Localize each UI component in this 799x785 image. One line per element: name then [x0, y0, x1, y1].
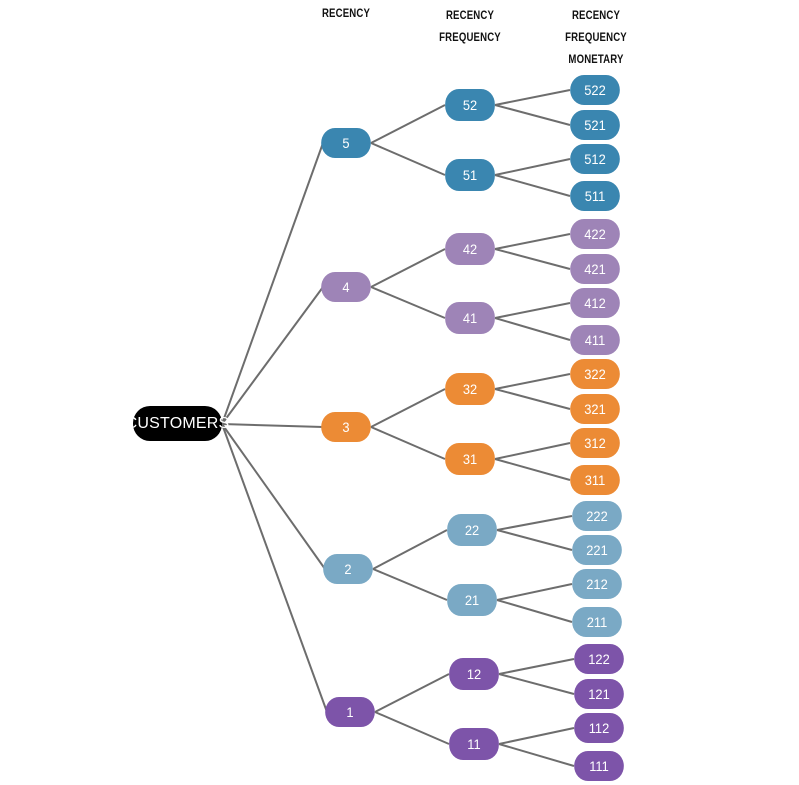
node-rf-11: 11	[449, 728, 499, 760]
node-r-5: 5	[321, 128, 371, 158]
root-node-customers: CUSTOMERS	[126, 406, 229, 441]
tree-edge	[494, 174, 571, 197]
node-rfm-421: 421	[570, 254, 620, 284]
node-rfm-411: 411	[570, 325, 620, 355]
node-rf-52: 52	[445, 89, 495, 121]
node-rfm-321: 321	[570, 394, 620, 424]
node-rfm-312: 312	[570, 428, 620, 458]
node-rfm-111: 111	[574, 751, 624, 781]
tree-edge	[494, 388, 571, 410]
tree-edge	[372, 568, 448, 601]
tree-edge	[221, 286, 324, 425]
node-rfm-511: 511	[570, 181, 620, 211]
tree-edge	[370, 104, 446, 144]
node-rf-41: 41	[445, 302, 495, 334]
node-rfm-121: 121	[574, 679, 624, 709]
tree-edge	[496, 529, 573, 551]
node-r-1: 1	[325, 697, 375, 727]
node-rfm-322: 322	[570, 359, 620, 389]
tree-edge	[494, 373, 571, 390]
tree-edge	[374, 673, 450, 713]
node-rf-31: 31	[445, 443, 495, 475]
header-recency: RECENCY	[321, 6, 371, 20]
tree-edge	[370, 142, 446, 176]
tree-edge	[494, 458, 571, 481]
node-rfm-412: 412	[570, 288, 620, 318]
tree-edge	[498, 658, 575, 675]
tree-edge	[221, 423, 328, 713]
node-rfm-521: 521	[570, 110, 620, 140]
tree-edge	[494, 158, 571, 176]
tree-edge	[494, 233, 571, 250]
node-r-2: 2	[323, 554, 373, 584]
node-rfm-211: 211	[572, 607, 622, 637]
tree-edge	[374, 711, 450, 745]
tree-edge	[370, 286, 446, 319]
node-rf-42: 42	[445, 233, 495, 265]
tree-edge	[370, 248, 446, 288]
tree-edge	[221, 423, 324, 428]
tree-edge	[494, 104, 571, 126]
header-recency-frequency: RECENCY FREQUENCY	[439, 8, 501, 44]
node-rfm-221: 221	[572, 535, 622, 565]
tree-edge	[494, 442, 571, 460]
node-rfm-222: 222	[572, 501, 622, 531]
node-r-4: 4	[321, 272, 371, 302]
node-rf-32: 32	[445, 373, 495, 405]
node-rfm-122: 122	[574, 644, 624, 674]
tree-edge	[498, 727, 575, 745]
node-rfm-522: 522	[570, 75, 620, 105]
tree-edge	[494, 317, 571, 341]
tree-edge	[370, 426, 446, 460]
tree-edge	[221, 142, 324, 425]
node-rf-22: 22	[447, 514, 497, 546]
tree-edge	[494, 302, 571, 319]
tree-edge	[498, 743, 575, 767]
node-rfm-512: 512	[570, 144, 620, 174]
node-rf-12: 12	[449, 658, 499, 690]
node-r-3: 3	[321, 412, 371, 442]
node-rf-51: 51	[445, 159, 495, 191]
tree-edge	[370, 388, 446, 428]
node-rfm-112: 112	[574, 713, 624, 743]
tree-edge	[498, 673, 575, 695]
header-recency-frequency-monetary: RECENCY FREQUENCY MONETARY	[565, 8, 627, 66]
tree-edge	[494, 89, 571, 106]
node-rfm-311: 311	[570, 465, 620, 495]
tree-edge	[221, 423, 326, 570]
tree-edge	[372, 529, 448, 570]
tree-edge	[494, 248, 571, 270]
node-rfm-422: 422	[570, 219, 620, 249]
tree-edge	[496, 583, 573, 601]
node-rfm-212: 212	[572, 569, 622, 599]
node-rf-21: 21	[447, 584, 497, 616]
tree-edge	[496, 515, 573, 531]
tree-edge	[496, 599, 573, 623]
